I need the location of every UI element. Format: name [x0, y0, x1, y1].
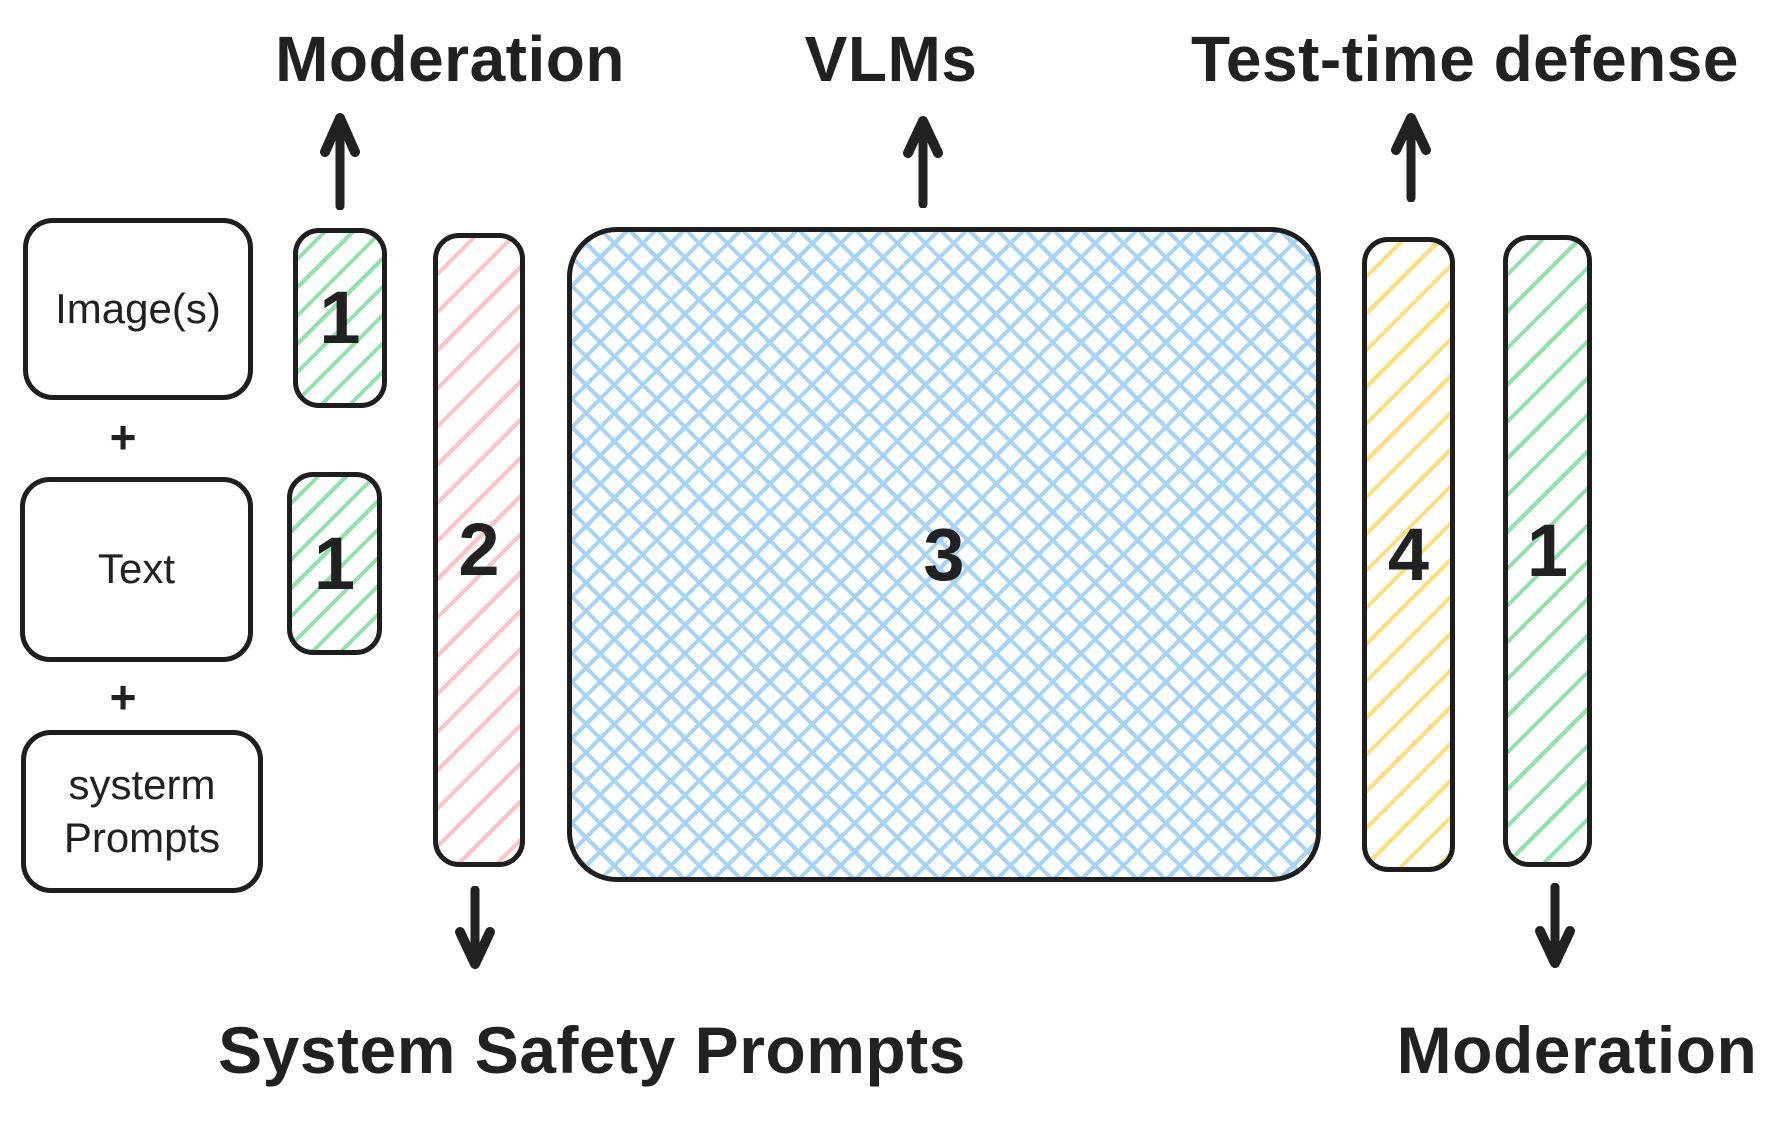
stage-bar-moderation-input-image: 1 [293, 228, 387, 408]
stage-bar-test-time-defense: 4 [1362, 237, 1455, 872]
system-prompts-label-line1: systerm [68, 761, 216, 808]
stage-bar-system-safety-prompts: 2 [433, 233, 525, 867]
title-test-time-defense: Test-time defense [1191, 23, 1739, 95]
moderation-up-arrow-icon [320, 113, 360, 210]
title-moderation-bottom: Moderation [1396, 1013, 1758, 1087]
safety-prompts-down-arrow-icon [455, 886, 495, 969]
stage-number: 1 [1526, 509, 1569, 592]
stage-number: 3 [923, 512, 965, 596]
stage-bar-moderation-output: 1 [1503, 235, 1592, 867]
input-box-system-prompts-label: systerm Prompts [64, 759, 220, 864]
title-moderation-top: Moderation [275, 23, 625, 95]
stage-number: 1 [313, 521, 356, 605]
plus-separator-1: + [109, 411, 137, 463]
input-box-images-label: Image(s) [55, 284, 221, 332]
stage-number: 4 [1387, 512, 1430, 596]
stage-number: 2 [458, 508, 500, 591]
system-prompts-label-line2: Prompts [63, 813, 221, 861]
title-vlms: VLMs [804, 23, 978, 95]
input-box-images: Image(s) [23, 218, 253, 400]
title-system-safety-prompts: System Safety Prompts [218, 1013, 966, 1087]
stage-number: 1 [319, 276, 361, 359]
moderation-down-arrow-icon [1535, 883, 1575, 968]
stage-bar-moderation-input-text: 1 [287, 472, 382, 655]
vlms-up-arrow-icon [903, 116, 943, 208]
test-time-up-arrow-icon [1391, 113, 1431, 202]
plus-separator-2: + [109, 671, 137, 723]
input-box-text: Text [20, 477, 253, 662]
input-box-text-label: Text [97, 545, 176, 593]
stage-box-vlms: 3 [567, 227, 1321, 882]
input-box-system-prompts: systerm Prompts [21, 730, 263, 893]
